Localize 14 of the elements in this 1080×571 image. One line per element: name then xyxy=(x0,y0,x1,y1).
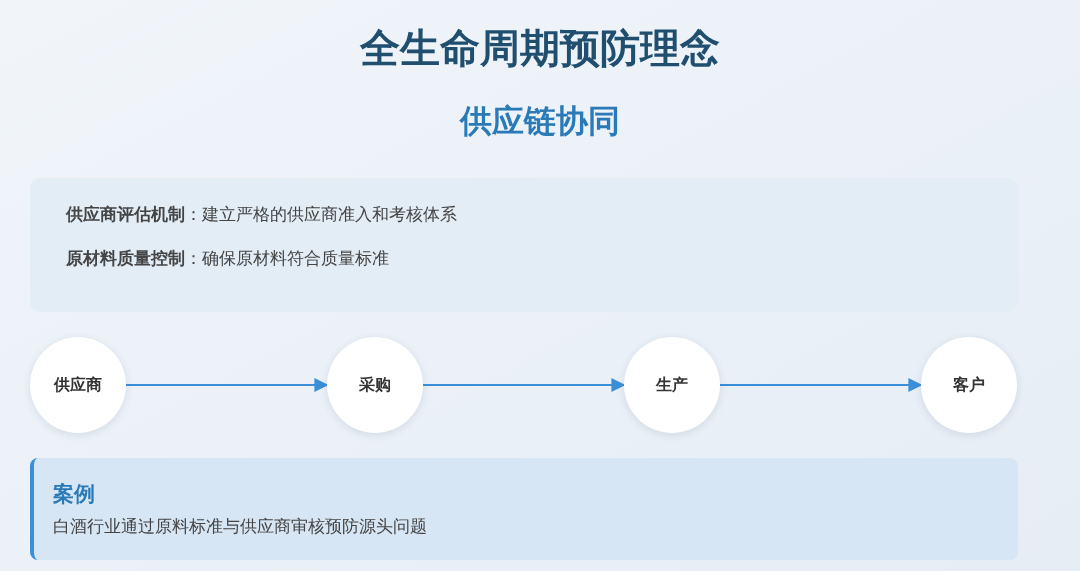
case-card xyxy=(30,458,1018,560)
arrow xyxy=(719,378,923,392)
step-label: 供应商 xyxy=(54,375,102,395)
arrow xyxy=(422,378,626,392)
step-label: 生产 xyxy=(656,375,688,395)
title: 全生命周期预防理念 xyxy=(360,25,720,72)
bullet-text: 原材料质量控制：确保原材料符合质量标准 xyxy=(66,248,389,270)
step-label: 采购 xyxy=(359,375,391,395)
step-label: 客户 xyxy=(953,375,985,395)
bullet-text: 供应商评估机制：建立严格的供应商准入和考核体系 xyxy=(66,204,457,226)
subtitle: 供应链协同 xyxy=(460,102,620,141)
case-text: 白酒行业通过原料标准与供应商审核预防源头问题 xyxy=(53,516,427,538)
arrow xyxy=(125,378,329,392)
case-heading: 案例 xyxy=(53,481,95,507)
